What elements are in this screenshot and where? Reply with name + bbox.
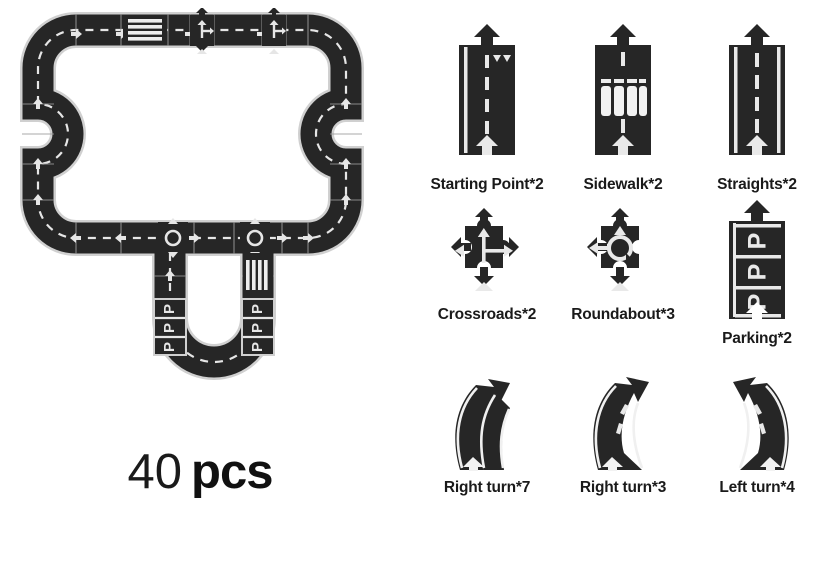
svg-text:P: P — [249, 323, 266, 333]
right-turn-wide-piece-icon — [417, 370, 557, 475]
track-crossroads-tile-1 — [190, 8, 214, 54]
track-layout-diagram: P P P P P P — [20, 8, 364, 380]
legend-label-left-turn: Left turn*4 — [719, 479, 795, 496]
legend-label-sidewalk: Sidewalk*2 — [583, 176, 663, 193]
sidewalk-piece-icon — [553, 22, 693, 172]
legend-item-roundabout: Roundabout*3 — [553, 190, 693, 324]
straight-piece-icon — [687, 22, 827, 172]
legend-label-straights: Straights*2 — [717, 176, 797, 193]
crossroads-piece-icon — [417, 190, 557, 302]
svg-text:P: P — [161, 323, 178, 333]
track-parking-bays-left: P P P — [153, 298, 187, 356]
pieces-legend: Starting Point*2 — [405, 0, 827, 577]
total-pieces-unit: pcs — [191, 445, 273, 499]
legend-item-crossroads: Crossroads*2 — [417, 190, 557, 324]
track-sidewalk-tile — [243, 253, 273, 297]
svg-text:P: P — [161, 342, 178, 352]
legend-label-crossroads: Crossroads*2 — [437, 306, 537, 323]
legend-label-roundabout: Roundabout*3 — [571, 306, 675, 323]
svg-text:P: P — [744, 233, 772, 250]
legend-item-parking: P P P Parking*2 — [687, 196, 827, 348]
svg-text:P: P — [744, 264, 772, 281]
total-pieces-number: 40 — [127, 445, 183, 499]
svg-text:P: P — [249, 342, 266, 352]
legend-label-starting-point: Starting Point*2 — [430, 176, 544, 193]
legend-item-right-turn-wide: Right turn*7 — [417, 370, 557, 497]
parking-piece-icon: P P P — [687, 196, 827, 326]
right-turn-piece-icon — [553, 370, 693, 475]
track-roundabout-tile-2 — [240, 218, 270, 258]
legend-item-starting-point: Starting Point*2 — [417, 22, 557, 194]
legend-label-right-turn-wide: Right turn*7 — [443, 479, 531, 496]
svg-text:P: P — [744, 294, 772, 311]
track-crosswalk-tile — [123, 16, 167, 45]
legend-label-right-turn: Right turn*3 — [579, 479, 667, 496]
starting-point-piece-icon — [417, 22, 557, 172]
left-turn-piece-icon — [687, 370, 827, 475]
legend-item-right-turn: Right turn*3 — [553, 370, 693, 497]
legend-item-straights: Straights*2 — [687, 22, 827, 194]
legend-label-parking: Parking*2 — [722, 330, 792, 347]
roundabout-piece-icon — [553, 190, 693, 302]
legend-item-left-turn: Left turn*4 — [687, 370, 827, 497]
svg-text:P: P — [249, 304, 266, 314]
track-crossroads-tile-2 — [262, 8, 286, 54]
track-roundabout-tile-1 — [158, 218, 188, 258]
track-parking-bays-right: P P P — [241, 298, 275, 356]
svg-text:P: P — [161, 304, 178, 314]
legend-item-sidewalk: Sidewalk*2 — [553, 22, 693, 194]
